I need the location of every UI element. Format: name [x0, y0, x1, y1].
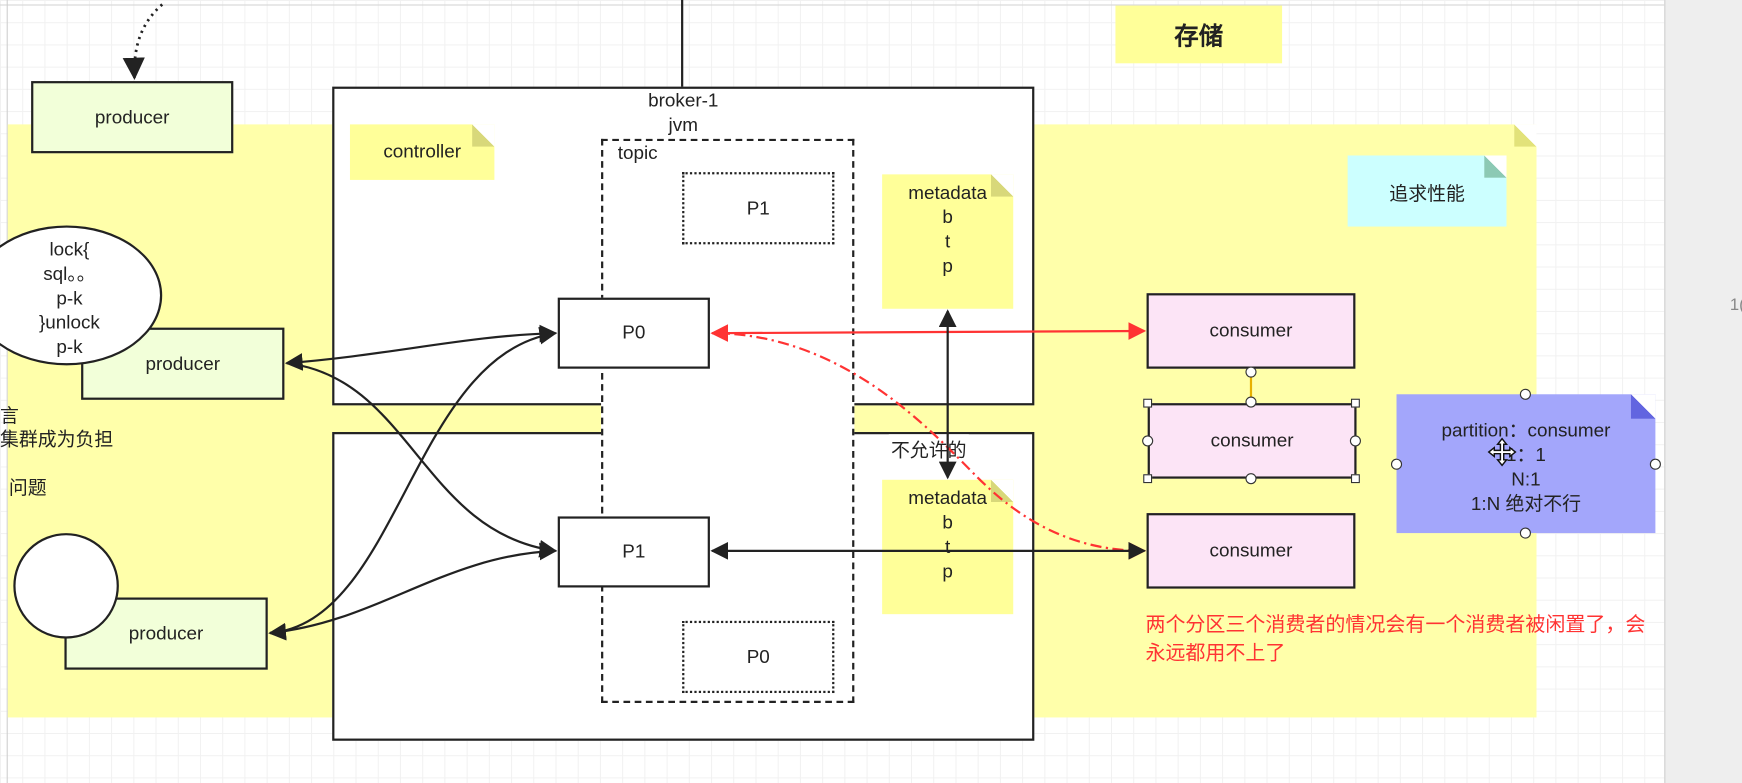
controller-label: controller — [383, 141, 462, 163]
metadata-top-line-4: p — [942, 255, 953, 277]
connection-handle[interactable] — [1519, 388, 1531, 400]
metadata-note-bottom[interactable]: metadata b t p — [882, 479, 1014, 615]
topic-replica-p1-label: P1 — [746, 197, 770, 219]
topic-label: topic — [617, 142, 658, 164]
partition-p1[interactable]: P1 — [557, 516, 710, 588]
performance-label: 追求性能 — [1389, 182, 1465, 204]
selection-handle[interactable] — [1350, 398, 1360, 408]
connection-handle[interactable] — [1649, 458, 1661, 470]
topic-replica-p0[interactable]: P0 — [682, 620, 835, 694]
red-annotation[interactable]: 两个分区三个消费者的情况会有一个消费者被闲置了，会 永远都用不上了 — [1145, 610, 1645, 668]
empty-circle[interactable] — [13, 533, 119, 639]
broker-title-text: broker-1 — [648, 89, 719, 112]
connection-handle[interactable] — [1519, 527, 1531, 539]
connection-handle[interactable] — [1390, 458, 1403, 470]
consumer-1-label: consumer — [1209, 319, 1293, 341]
broker-jvm-text: jvm — [668, 114, 698, 136]
connection-handle[interactable] — [1245, 473, 1257, 485]
left-rule — [6, 0, 8, 783]
selection-handle[interactable] — [1143, 474, 1153, 484]
connection-handle[interactable] — [1349, 435, 1361, 447]
metadata-note-top[interactable]: metadata b t p — [882, 174, 1014, 309]
topic-replica-p1[interactable]: P1 — [682, 172, 835, 245]
partition-line-1: partition：consumer — [1441, 419, 1611, 441]
consumer-2[interactable]: consumer — [1147, 403, 1357, 479]
connection-handle[interactable] — [1245, 366, 1257, 378]
lock-bubble-text: lock{ sql。。 p-k }unlock p-k — [11, 238, 128, 360]
metadata-bottom-line-2: b — [942, 511, 953, 534]
partition-p1-label: P1 — [622, 540, 646, 562]
partition-consumer-note[interactable]: partition：consumer 1：1 N:1 1:N 绝对不行 — [1396, 394, 1656, 534]
metadata-bottom-line-3: t — [945, 536, 951, 558]
top-rule — [0, 4, 1665, 6]
not-allowed-label: 不允许的 — [888, 434, 969, 463]
consumer-1[interactable]: consumer — [1146, 293, 1356, 369]
region-fold-corner — [1514, 124, 1537, 147]
partition-line-4: 1:N 绝对不行 — [1470, 493, 1582, 515]
connection-handle[interactable] — [1245, 396, 1257, 408]
broker-title: broker-1 jvm — [617, 89, 750, 138]
note-fold — [991, 174, 1014, 197]
red-annotation-line-2: 永远都用不上了 — [1145, 641, 1286, 665]
lock-line-1: lock{ — [49, 238, 90, 260]
metadata-top-line-2: b — [942, 206, 953, 228]
storage-title: 存储 — [1174, 22, 1224, 50]
right-side-panel: 1( — [1664, 0, 1742, 783]
note-fold — [1484, 155, 1507, 178]
partition-consumer-text: partition：consumer 1：1 N:1 1:N 绝对不行 — [1397, 419, 1656, 517]
left-text-2: 集群成为负担 — [0, 428, 114, 450]
red-annotation-line-1: 两个分区三个消费者的情况会有一个消费者被闲置了，会 — [1145, 613, 1646, 636]
left-text-3: 问题 — [8, 477, 47, 499]
lock-line-3: p-k — [56, 287, 83, 309]
lock-bubble[interactable] — [0, 225, 163, 366]
note-fold — [472, 124, 495, 147]
lock-line-5: p-k — [56, 336, 83, 358]
partition-p0[interactable]: P0 — [557, 297, 710, 369]
connection-handle[interactable] — [1142, 435, 1154, 447]
metadata-bottom-line-4: p — [942, 560, 953, 582]
metadata-top-line-1: metadata — [908, 182, 988, 204]
partition-line-2: 1：1 — [1505, 444, 1546, 466]
producer-middle-label: producer — [145, 352, 221, 374]
metadata-top-line-3: t — [945, 231, 951, 253]
partition-p0-label: P0 — [622, 322, 646, 344]
move-cursor-icon — [1487, 437, 1517, 467]
lock-line-2: sql。。 — [43, 263, 96, 285]
producer-top[interactable]: producer — [31, 81, 234, 154]
consumer-2-label: consumer — [1210, 429, 1294, 451]
lock-line-4: }unlock — [38, 312, 100, 334]
controller-note[interactable]: controller — [349, 124, 495, 180]
partition-line-3: N:1 — [1511, 468, 1541, 490]
performance-note[interactable]: 追求性能 — [1347, 155, 1507, 227]
storage-title-note[interactable]: 存储 — [1115, 5, 1283, 64]
producer-top-label: producer — [94, 106, 170, 128]
consumer-3-label: consumer — [1209, 539, 1293, 561]
left-text-1: 言 — [0, 405, 19, 427]
consumer-3[interactable]: consumer — [1146, 513, 1356, 589]
selection-handle[interactable] — [1143, 398, 1153, 408]
producer-bottom-label: producer — [128, 622, 204, 644]
selection-handle[interactable] — [1350, 474, 1360, 484]
topic-replica-p0-label: P0 — [746, 645, 770, 667]
note-fold — [1630, 394, 1656, 419]
note-fold — [991, 479, 1014, 502]
right-edge-text: 1( — [1729, 295, 1742, 315]
